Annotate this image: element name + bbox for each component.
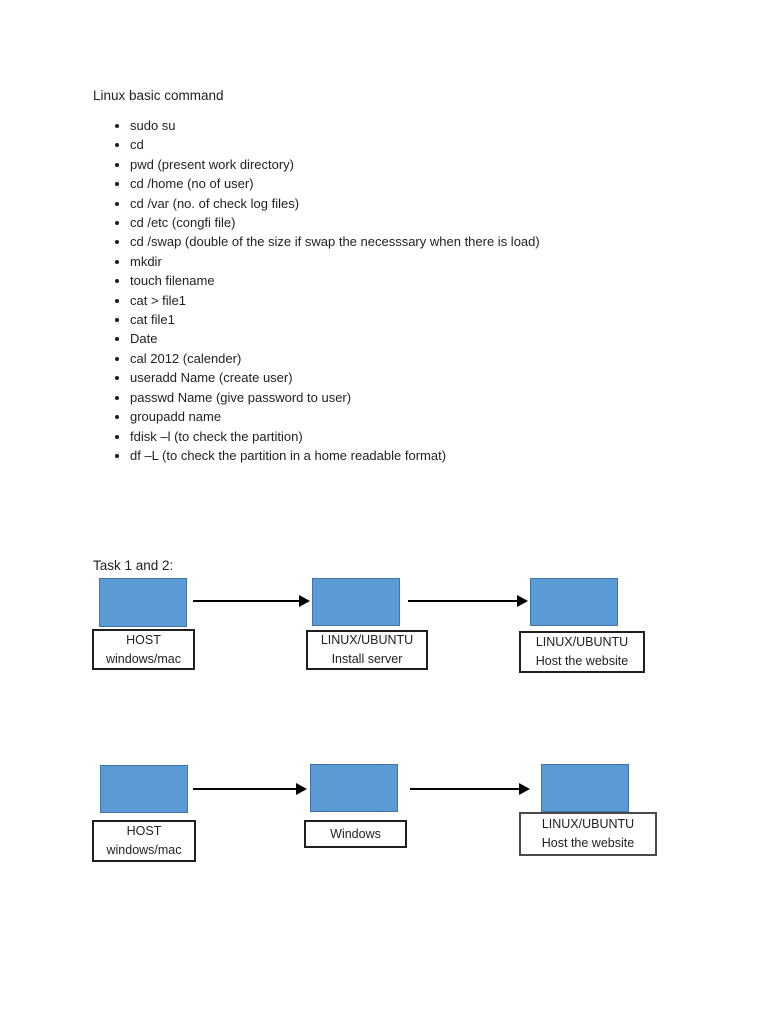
command-item: touch filename [130,271,671,290]
flow-arrow [193,783,307,795]
arrow-head-icon [296,783,307,795]
command-item: cd /var (no. of check log files) [130,194,671,213]
command-item: cat > file1 [130,291,671,310]
command-item: cat file1 [130,310,671,329]
node-label-line: Host the website [535,654,629,668]
command-item: pwd (present work directory) [130,155,671,174]
node-label-line: Install server [331,652,403,666]
task-heading: Task 1 and 2: [93,558,174,573]
node-label: LINUX/UBUNTU Host the website [519,812,657,856]
diagram-node-box [99,578,187,627]
command-item: cd /home (no of user) [130,174,671,193]
diagram-node-box [312,578,400,626]
command-item: cd [130,135,671,154]
node-label-line: HOST [126,824,162,838]
command-item: useradd Name (create user) [130,368,671,387]
node-label: HOST windows/mac [92,629,195,670]
node-label-line: Windows [330,826,381,841]
command-item: cd /swap (double of the size if swap the… [130,232,671,251]
command-item: df –L (to check the partition in a home … [130,446,671,465]
arrow-head-icon [519,783,530,795]
node-label-line: LINUX/UBUNTU [535,635,629,649]
node-label: HOST windows/mac [92,820,196,862]
command-item: passwd Name (give password to user) [130,388,671,407]
command-list: sudo su cd pwd (present work directory) … [111,116,671,465]
command-item: Date [130,329,671,348]
node-label-line: windows/mac [105,651,182,666]
flow-arrow [193,595,310,607]
diagram-node-box [541,764,629,812]
command-item: sudo su [130,116,671,135]
flow-arrow [408,595,528,607]
node-label: Windows [304,820,407,848]
command-item: cal 2012 (calender) [130,349,671,368]
node-label-line: LINUX/UBUNTU [541,817,635,831]
diagram-node-box [100,765,188,813]
command-item: fdisk –l (to check the partition) [130,427,671,446]
node-label-line: windows/mac [106,843,182,857]
command-item: groupadd name [130,407,671,426]
node-label: LINUX/UBUNTU Host the website [519,631,645,673]
section-heading: Linux basic command [93,88,224,103]
command-item: mkdir [130,252,671,271]
node-label-line: LINUX/UBUNTU [320,633,414,647]
arrow-head-icon [299,595,310,607]
diagram-node-box [310,764,398,812]
command-item: cd /etc (congfi file) [130,213,671,232]
arrow-head-icon [517,595,528,607]
node-label-line: HOST [126,632,161,647]
flow-arrow [410,783,530,795]
diagram-node-box [530,578,618,626]
node-label: LINUX/UBUNTU Install server [306,630,428,670]
node-label-line: Host the website [541,836,635,850]
